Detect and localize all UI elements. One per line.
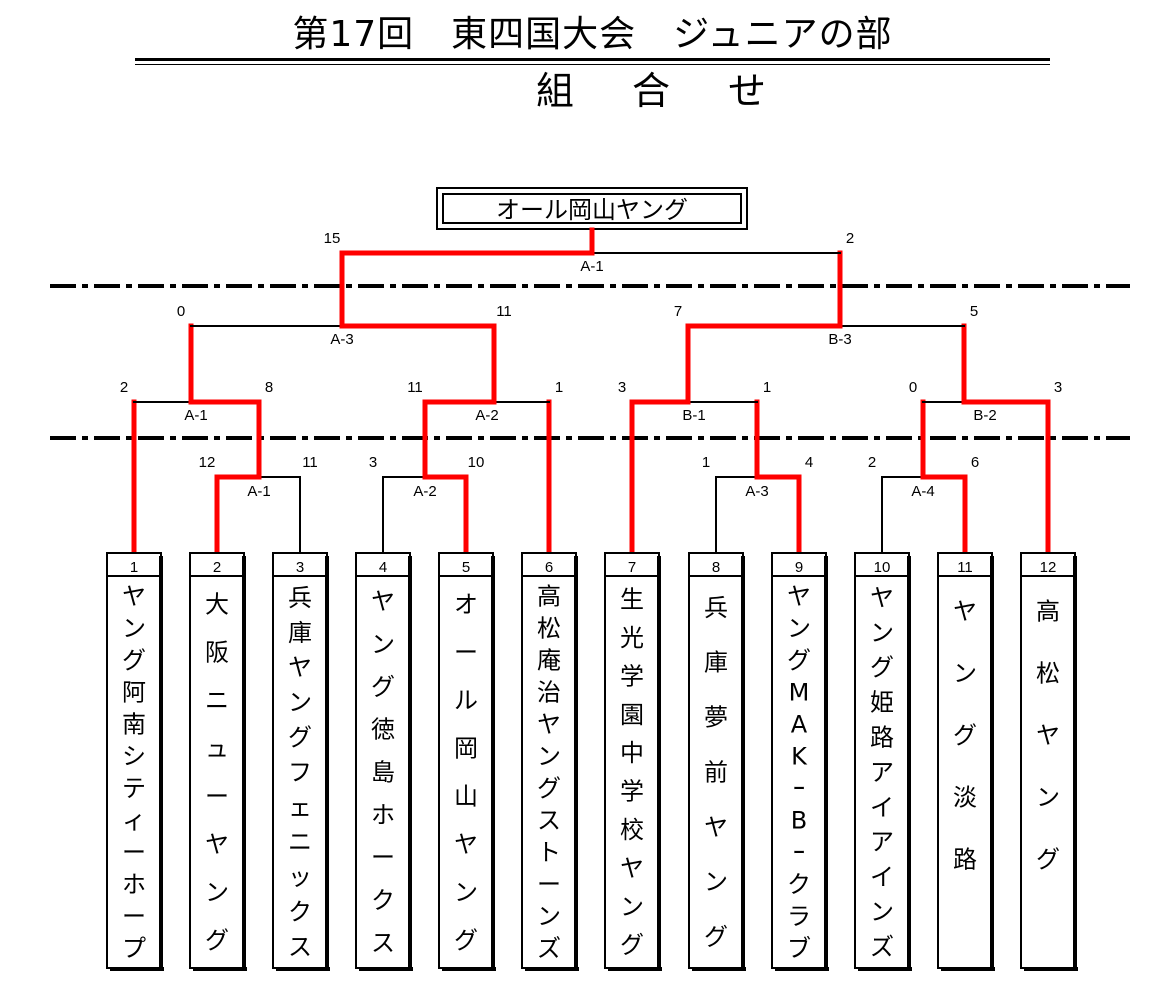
bracket-lines: [131, 227, 1051, 556]
team-number: 4: [379, 559, 387, 576]
match-score-right: 3: [1054, 379, 1062, 396]
match-score-right: 1: [763, 379, 771, 396]
team-number: 5: [462, 559, 470, 576]
match-score-left: 2: [120, 379, 128, 396]
match-score-right: 11: [302, 454, 318, 471]
match-score-left: 0: [909, 379, 917, 396]
team-number: 2: [213, 559, 221, 576]
match-score-right: 5: [970, 303, 978, 320]
team-name: 兵庫ヤングフェニックス: [288, 584, 312, 961]
match-score-right: 4: [805, 454, 813, 471]
team-name: 高松ヤング: [1036, 597, 1060, 873]
match-label: A-3: [745, 483, 768, 500]
team-number: 8: [712, 559, 720, 576]
title-underline-thin: [135, 64, 1050, 65]
match-label: A-2: [475, 407, 498, 424]
team-box-10: 10 ヤング姫路アイアインズ: [854, 552, 912, 971]
match-score-right: 11: [496, 303, 512, 320]
team-box-11: 11 ヤング淡路: [937, 552, 995, 971]
winner-name: オール岡山ヤング: [496, 196, 688, 224]
team-name: 生光学園中学校ヤング: [620, 586, 644, 960]
team-name: ヤング徳島ホークス: [371, 588, 395, 957]
tournament-title: 第17回 東四国大会 ジュニアの部: [292, 14, 893, 55]
match-score-left: 15: [324, 230, 341, 247]
team-box-8: 8 兵庫夢前ヤング: [688, 552, 746, 971]
match-score-right: 2: [846, 230, 854, 247]
team-box-6: 6 高松庵治ヤングストーンズ: [521, 552, 579, 971]
match-score-right: 8: [265, 379, 273, 396]
team-box-3: 3 兵庫ヤングフェニックス: [272, 552, 330, 971]
match-score-left: 0: [177, 303, 185, 320]
match-label: A-1: [580, 258, 603, 275]
team-box-4: 4 ヤング徳島ホークス: [355, 552, 413, 971]
team-number: 10: [874, 559, 891, 576]
team-name: ヤング淡路: [953, 597, 977, 873]
team-box-7: 7 生光学園中学校ヤング: [604, 552, 662, 971]
team-name: 兵庫夢前ヤング: [704, 594, 728, 951]
team-box-12: 12 高松ヤング: [1020, 552, 1078, 971]
team-name: ヤング姫路アイアインズ: [870, 584, 894, 961]
team-box-1: 1 ヤング阿南シティーホープ: [106, 552, 164, 971]
team-box-5: 5 オール岡山ヤング: [438, 552, 496, 971]
match-label: A-1: [247, 483, 270, 500]
match-score-right: 1: [555, 379, 563, 396]
match-label: A-3: [330, 331, 353, 348]
team-name: ヤング阿南シティーホープ: [122, 582, 146, 962]
match-score-left: 3: [369, 454, 377, 471]
match-score-left: 2: [868, 454, 876, 471]
team-number: 3: [296, 559, 304, 576]
team-number: 1: [130, 559, 138, 576]
match-score-right: 6: [971, 454, 979, 471]
match-label: A-4: [911, 483, 934, 500]
team-number: 11: [957, 559, 973, 576]
match-score-left: 7: [674, 303, 682, 320]
winner-box: オール岡山ヤング: [436, 187, 748, 230]
match-label: B-2: [973, 407, 996, 424]
team-number: 7: [628, 559, 636, 576]
team-box-2: 2 大阪ニューヤング: [189, 552, 247, 971]
match-score-left: 12: [199, 454, 216, 471]
title-underline: [135, 58, 1050, 61]
team-boxes: 1 ヤング阿南シティーホープ 2 大阪ニューヤング 3 兵庫ヤングフェニックス 4 ヤング徳島…: [106, 552, 1078, 971]
tournament-subtitle: 組合せ: [535, 69, 824, 113]
team-number: 6: [545, 559, 553, 576]
team-name: 大阪ニューヤング: [205, 590, 229, 954]
match-score-left: 11: [407, 379, 423, 396]
team-number: 12: [1040, 559, 1057, 576]
match-label: A-1: [184, 407, 207, 424]
match-label: A-2: [413, 483, 436, 500]
match-score-left: 1: [702, 454, 710, 471]
match-score-left: 3: [618, 379, 626, 396]
team-number: 9: [795, 559, 803, 576]
team-name: オール岡山ヤング: [454, 590, 478, 954]
match-score-right: 10: [468, 454, 485, 471]
match-label: B-3: [828, 331, 851, 348]
match-label: B-1: [682, 407, 705, 424]
team-name: 高松庵治ヤングストーンズ: [537, 582, 561, 962]
